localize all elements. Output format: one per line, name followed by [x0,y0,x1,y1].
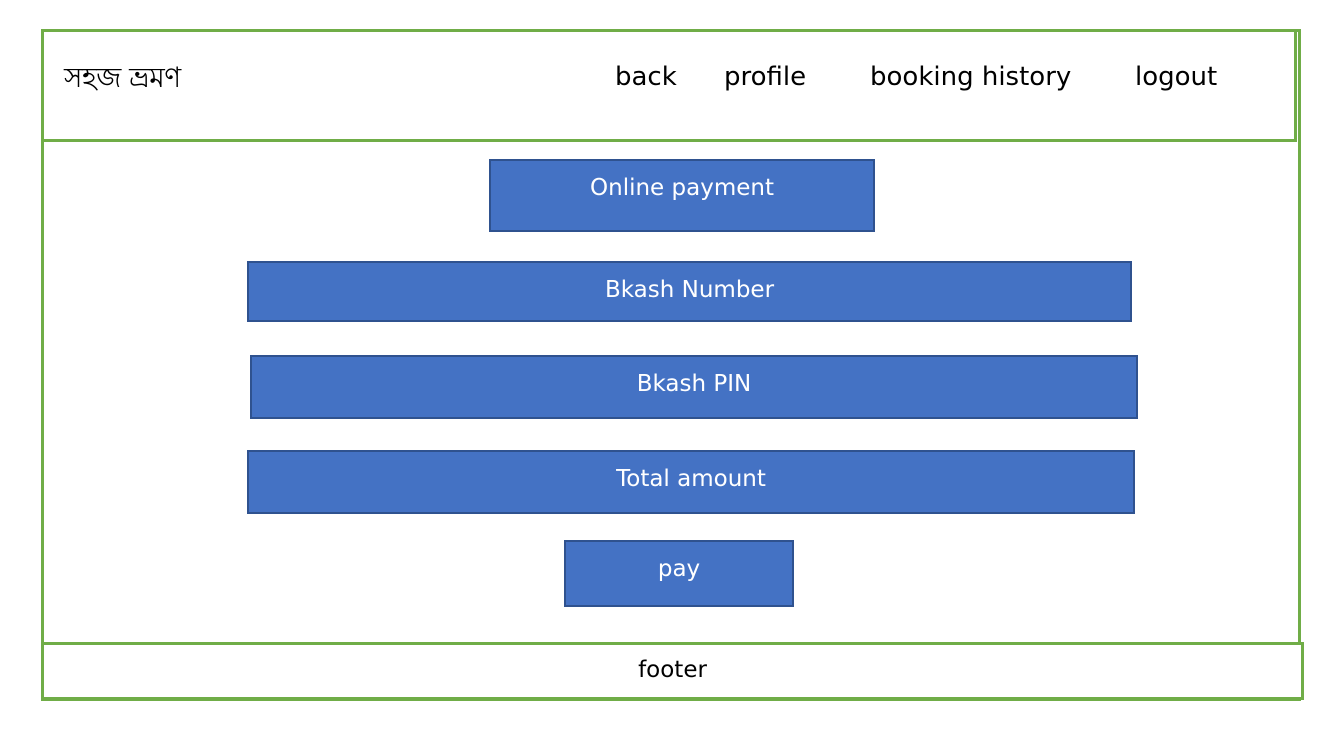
site-logo[interactable]: সহজ ভ্রমণ [64,61,181,94]
total-amount-label: Total amount [616,466,766,492]
bkash-pin-label: Bkash PIN [636,371,752,397]
pay-button-label: pay [657,556,701,582]
header: সহজ ভ্রমণ back profile booking history l… [41,29,1297,142]
nav-profile-link[interactable]: profile [724,62,807,92]
footer-text: footer [638,657,707,683]
nav-logout-link[interactable]: logout [1135,62,1218,92]
nav-back-link[interactable]: back [615,62,677,92]
bkash-pin-field[interactable]: Bkash PIN [250,355,1138,419]
bkash-number-field[interactable]: Bkash Number [247,261,1132,322]
bkash-number-label: Bkash Number [604,277,775,303]
footer: footer [41,642,1304,700]
total-amount-field: Total amount [247,450,1135,514]
nav-booking-history-link[interactable]: booking history [870,62,1072,92]
online-payment-label: Online payment [590,175,774,201]
pay-button[interactable]: pay [564,540,794,607]
online-payment-title: Online payment [489,159,875,232]
